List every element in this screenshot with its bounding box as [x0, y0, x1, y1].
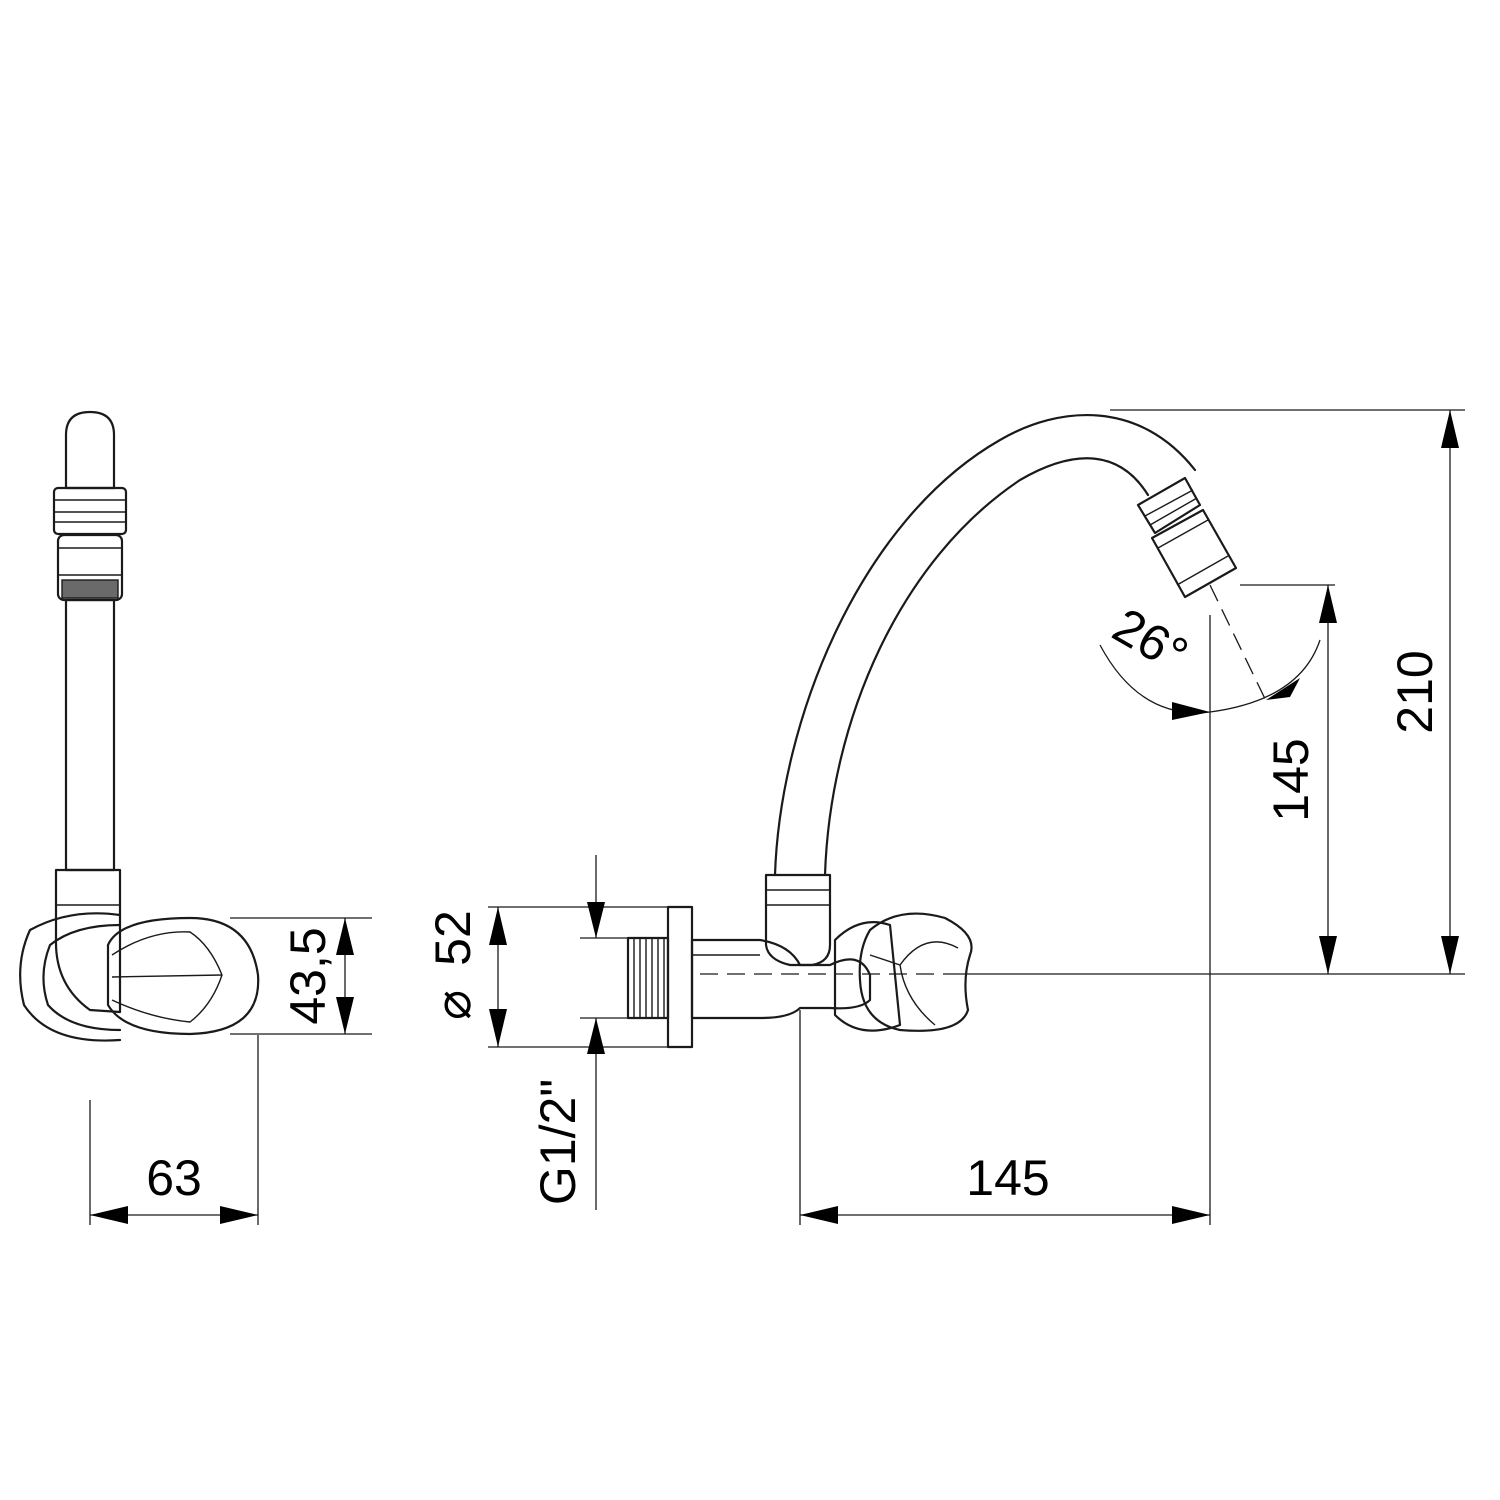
outlet-axis: [1209, 584, 1269, 706]
thread-label: G1/2": [530, 1079, 586, 1205]
dim-63-label: 63: [146, 1150, 202, 1206]
wall-flange: [666, 905, 694, 1049]
spout-outer: [773, 413, 1197, 877]
handle-facet: [869, 941, 959, 1026]
handle: [858, 912, 973, 1032]
thread-lines: [633, 938, 665, 1018]
spout-inner: [823, 457, 1150, 877]
side-wall-rosette: [19, 912, 122, 1042]
side-spout-pipe: [64, 598, 116, 872]
dimension-lines: [90, 410, 1459, 1224]
side-handle: [106, 916, 260, 1036]
aerator-lines: [1157, 519, 1229, 586]
dim-43-5-label: 43,5: [280, 927, 336, 1024]
side-spout-top: [64, 410, 116, 490]
side-elbow: [54, 868, 122, 1014]
dim-145-height-label: 145: [1263, 738, 1319, 821]
aerator: [1150, 508, 1238, 599]
angle-label: 26°: [1104, 597, 1197, 683]
swivel-lines: [1144, 489, 1198, 526]
swivel-joint: [1136, 476, 1202, 535]
side-aerator-mesh: [61, 579, 119, 599]
side-swivel-joint: [52, 486, 128, 536]
dimension-labels: 63 43,5 52 ⌀ G1/2" 145 145 210 26°: [146, 597, 1443, 1206]
diameter-symbol: ⌀: [425, 990, 481, 1020]
front-view: [626, 413, 1238, 1049]
valve-body: [690, 938, 872, 1020]
dim-145-reach-label: 145: [966, 1150, 1049, 1206]
side-handle-facet: [111, 974, 223, 978]
handle-bonnet: [833, 921, 902, 1032]
dim-52-label: 52: [425, 910, 481, 966]
dim-210-label: 210: [1387, 650, 1443, 733]
riser: [764, 873, 832, 967]
side-view: [19, 410, 260, 1042]
side-rosette-inner: [42, 923, 122, 1032]
extension-lines: [89, 409, 1465, 1225]
threaded-connector: [626, 936, 670, 1020]
